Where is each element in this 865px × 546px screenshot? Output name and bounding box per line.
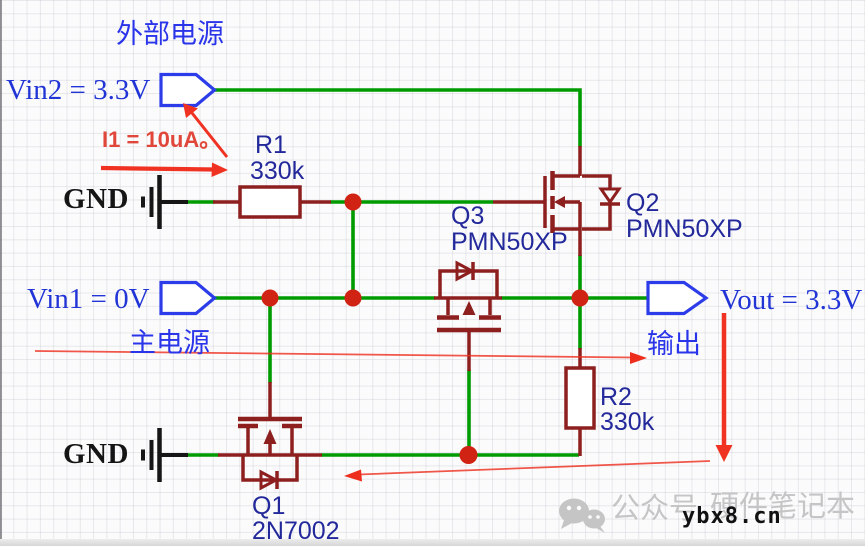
annotation-arrowhead-down [715,445,733,462]
r2-value: 330k [600,408,655,436]
q2-channel-arrow [554,196,565,208]
current-arrowhead-horizontal [211,162,228,177]
external-power-label: 外部电源 [116,19,224,49]
junction-dots [261,193,589,464]
r2-ref: R2 [600,383,632,411]
q2-value: PMN50XP [626,215,743,243]
gnd-symbol-bottom [141,428,188,482]
resistor-r2 [564,348,596,456]
port-vout [646,280,709,316]
watermark-site: ybx8.cn [682,504,782,529]
current-note: I1 = 10uA。 [102,127,222,152]
q2-ref: Q2 [626,189,660,217]
current-arrow-diagonal [190,112,229,158]
annotation-line-to-q1 [358,460,711,476]
mosfet-q3 [434,260,502,371]
gnd-symbol-top [141,175,188,229]
port-vin2 [159,72,217,108]
current-arrow-horizontal [100,165,215,172]
current-arrowhead-diagonal [183,103,198,118]
mosfet-q2 [493,146,622,256]
resistor-r1 [213,185,331,219]
annotation-arrowhead-q1 [344,469,362,482]
net-label-vin1: Vin1 = 0V [27,283,150,315]
q3-channel-arrow [462,301,476,315]
net-label-vin2: Vin2 = 3.3V [6,74,151,106]
net-label-vout: Vout = 3.3V [720,284,863,316]
mosfet-q1 [218,382,322,491]
r1-ref: R1 [255,131,287,159]
annotation-line-to-output [34,350,634,359]
q3-value: PMN50XP [451,228,568,256]
q1-channel-arrow [263,429,277,444]
wechat-icon [559,498,605,533]
main-power-label: 主电源 [129,328,210,358]
photo-edge-bottom [0,539,865,546]
watermark-platform: 公众号 [611,493,699,525]
q1-ref: Q1 [252,492,286,520]
port-vin1 [159,280,217,316]
r1-value: 330k [250,157,305,185]
photo-edge-left [0,0,2,546]
wire-vin2-to-q2-drain [214,88,582,147]
gnd-label-bottom: GND [63,438,129,470]
q3-ref: Q3 [451,202,485,230]
annotation-arrowhead-output [630,352,647,364]
watermark-name: 硬件笔记本 [710,491,856,523]
output-label: 输出 [647,329,701,359]
markup-arrows [34,103,733,482]
gnd-label-top: GND [63,183,129,215]
